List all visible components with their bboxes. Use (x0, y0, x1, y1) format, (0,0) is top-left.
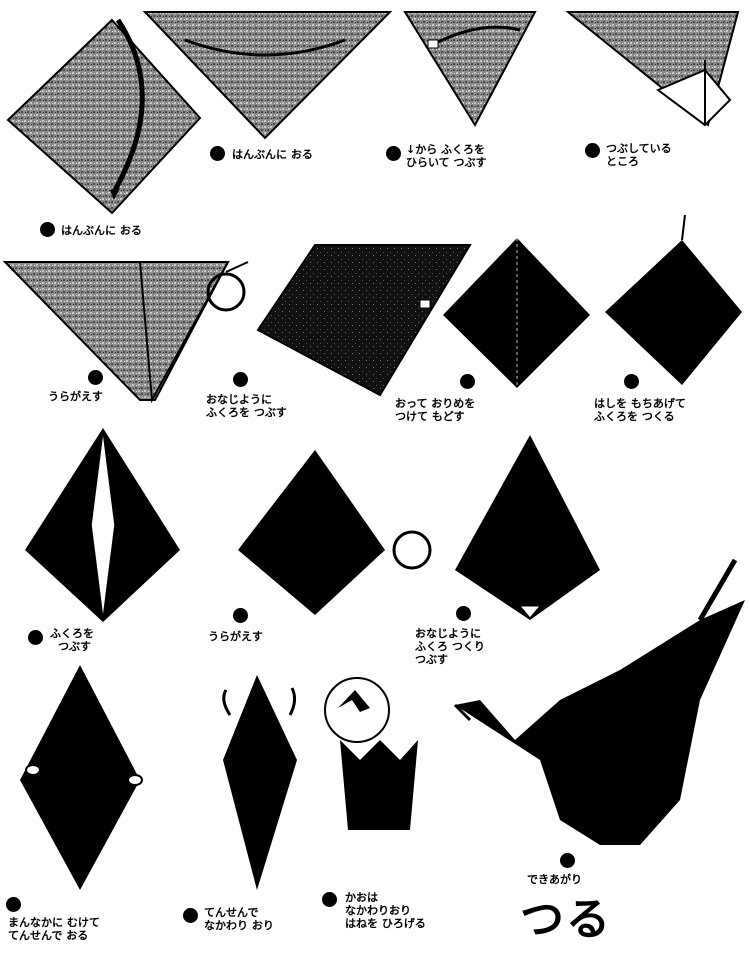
step-7-label: おって おりめを つけて もどす (395, 397, 475, 423)
step-4-diagram (568, 12, 738, 125)
step-6-label: おなじように ふくろを つぶす (206, 393, 287, 419)
step-9-label: ふくろを つぶす (50, 627, 94, 653)
step-8-number-badge (624, 374, 639, 389)
step-12-number-badge (6, 897, 21, 912)
step-15-crane (455, 560, 745, 845)
step-2-number-badge (210, 146, 225, 161)
step-1-diagram (8, 20, 200, 213)
step-11-line-2: ふくろ つくり (415, 640, 485, 653)
step-7-line-2: つけて もどす (395, 410, 475, 423)
step-13-line-1: てんせんで (204, 906, 274, 919)
step-9-number-badge (28, 630, 43, 645)
step-11-diagram (455, 435, 600, 620)
step-8-line-1: はしを もちあげて (594, 397, 686, 410)
step-8-line-2: ふくろを つくる (594, 410, 686, 423)
step-11-line-3: つぶす (415, 653, 485, 666)
step-6-line-2: ふくろを つぶす (206, 406, 287, 419)
step-5-line-1: うらがえす (48, 390, 103, 403)
step-6-number-badge (233, 372, 248, 387)
step-12-label: まんなかに むけて てんせんで おる (8, 916, 100, 942)
step-7-diagram (443, 238, 590, 388)
step-3-line-1: ↓から ふくろを (406, 143, 487, 156)
step-15-number-badge (560, 853, 575, 868)
step-10-line-1: うらがえす (208, 630, 263, 643)
step-5-number-badge (88, 370, 103, 385)
step-14-label: かおは なかわりおり はねを ひろげる (345, 891, 426, 930)
step-1-number-badge (40, 222, 55, 237)
final-title: つる (520, 898, 612, 942)
step-14-number-badge (322, 892, 337, 907)
step-5-label: うらがえす (48, 390, 103, 403)
step-13-number-badge (183, 908, 198, 923)
step-12-line-1: まんなかに むけて (8, 916, 100, 929)
step-14-line-2: なかわりおり (345, 904, 426, 917)
step-9-line-2: つぶす (50, 640, 94, 653)
step-7-number-badge (460, 374, 475, 389)
step-14-diagram (325, 678, 418, 830)
step-9-diagram (25, 428, 180, 622)
step-13-label: てんせんで なかわり おり (204, 906, 274, 932)
step-3-number-badge (386, 146, 401, 161)
step-4-line-2: ところ (606, 155, 672, 168)
step-8-label: はしを もちあげて ふくろを つくる (594, 397, 686, 423)
step-13-diagram (223, 675, 297, 890)
step-10-number-badge (233, 608, 248, 623)
step-11-label: おなじように ふくろ つくり つぶす (415, 627, 485, 666)
step-14-line-3: はねを ひろげる (345, 917, 426, 930)
step-4-number-badge (585, 143, 600, 158)
step-11-number-badge (456, 606, 471, 621)
step-4-label: つぶしている ところ (606, 142, 672, 168)
step-12-line-2: てんせんで おる (8, 929, 100, 942)
step-14-line-1: かおは (345, 891, 426, 904)
step-1-label: はんぶんに おる (61, 224, 142, 237)
step-2-line-1: はんぶんに おる (232, 148, 313, 161)
step-3-label: ↓から ふくろを ひらいて つぶす (406, 143, 487, 169)
step-9-line-1: ふくろを (50, 627, 94, 640)
step-13-line-2: なかわり おり (204, 919, 274, 932)
step-15-line-1: できあがり (527, 873, 582, 886)
step-5-diagram (5, 262, 248, 400)
step-3-line-2: ひらいて つぶす (406, 156, 487, 169)
step-2-label: はんぶんに おる (232, 148, 313, 161)
step-12-diagram (20, 665, 142, 890)
step-6-line-1: おなじように (206, 393, 287, 406)
step-15-label: できあがり (527, 873, 582, 886)
step-7-line-1: おって おりめを (395, 397, 475, 410)
step-1-line-1: はんぶんに おる (61, 224, 142, 237)
step-6-diagram (258, 245, 470, 395)
step-10-label: うらがえす (208, 630, 263, 643)
step-10-diagram (238, 450, 430, 615)
step-4-line-1: つぶしている (606, 142, 672, 155)
step-8-diagram (605, 215, 742, 385)
step-11-line-1: おなじように (415, 627, 485, 640)
step-3-diagram (405, 12, 535, 125)
